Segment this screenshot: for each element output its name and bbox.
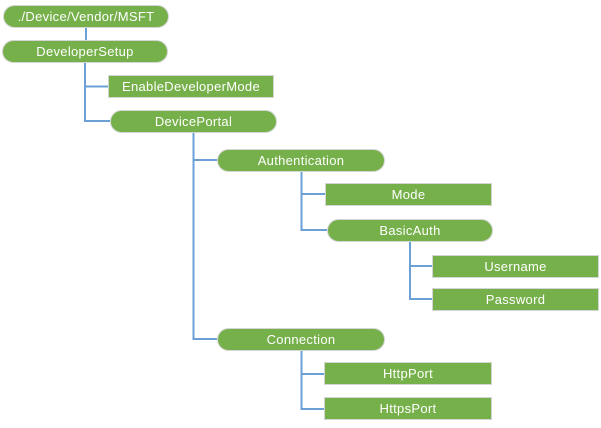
connector bbox=[192, 132, 217, 340]
tree-node-username: Username bbox=[432, 255, 599, 278]
tree-node-developersetup: DeveloperSetup bbox=[2, 40, 168, 63]
connector bbox=[300, 350, 324, 410]
connector bbox=[409, 241, 432, 300]
tree-node-password: Password bbox=[432, 288, 599, 311]
tree-node-httpsport: HttpsPort bbox=[324, 397, 492, 420]
tree-node-enabledevelopermode: EnableDeveloperMode bbox=[108, 75, 274, 98]
tree-node-basicauth: BasicAuth bbox=[327, 219, 493, 242]
tree-node-httpport: HttpPort bbox=[324, 362, 492, 385]
tree-node-root: ./Device/Vendor/MSFT bbox=[3, 5, 169, 28]
tree-node-mode: Mode bbox=[325, 183, 492, 206]
connector bbox=[300, 171, 327, 231]
connector bbox=[84, 62, 110, 122]
tree-node-authentication: Authentication bbox=[217, 149, 385, 172]
tree-node-connection: Connection bbox=[217, 328, 385, 351]
tree-node-deviceportal: DevicePortal bbox=[110, 110, 277, 133]
